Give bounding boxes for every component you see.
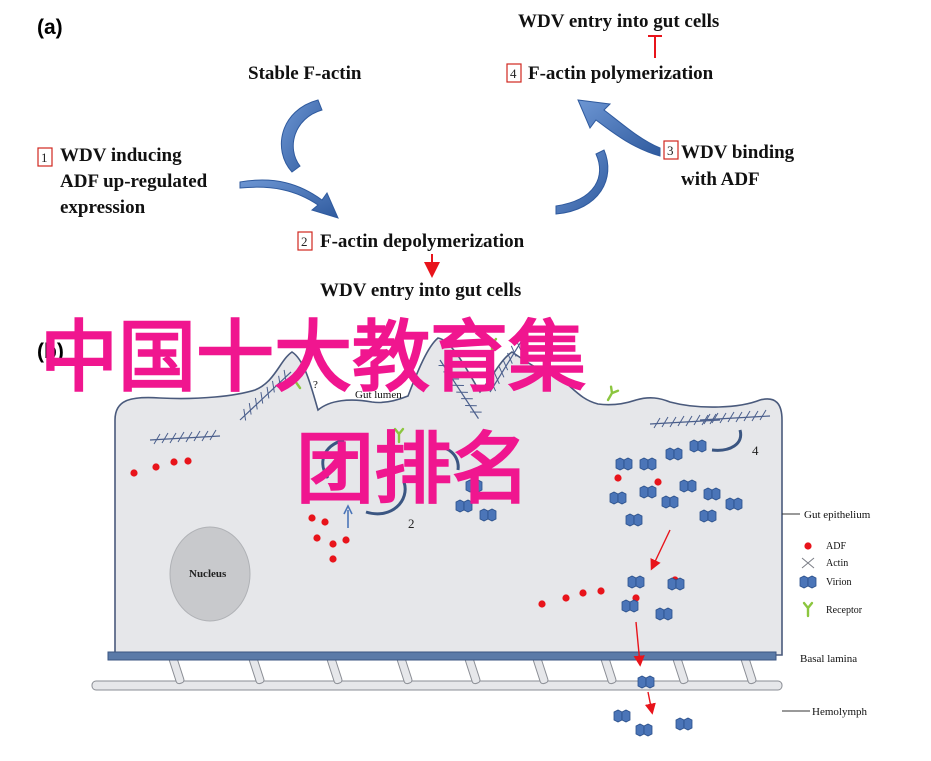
virion-8 — [679, 479, 697, 493]
virion-hemo-1 — [613, 709, 631, 723]
up-arrow-outline — [343, 504, 353, 528]
step4-text: F-actin polymerization — [528, 63, 714, 84]
watermark-line2: 团排名 — [296, 425, 530, 515]
virion-9 — [639, 485, 657, 499]
hemolymph-label: Hemolymph — [812, 706, 867, 718]
virion-17 — [667, 577, 685, 591]
red-arrow-transcytosis — [650, 529, 671, 571]
virion-6 — [665, 447, 683, 461]
step1-line2: ADF up-regulated — [60, 171, 208, 192]
legend: ADF Actin Virion Receptor — [799, 541, 863, 618]
virion-basal — [637, 675, 655, 689]
panel-a-label: (a) — [37, 16, 63, 39]
step3-number: 3 — [667, 143, 674, 158]
virion-4 — [615, 457, 633, 471]
virion-12 — [725, 497, 743, 511]
basal-lamina-upper — [107, 651, 777, 661]
legend-adf-label: ADF — [826, 541, 846, 552]
step2-number: 2 — [301, 234, 308, 249]
stable-factin-text: Stable F-actin — [248, 63, 362, 84]
step3-line1: WDV binding — [681, 142, 795, 163]
virion-hemo-3 — [675, 717, 693, 731]
step1-box — [37, 147, 53, 167]
step4-cell-number: 4 — [752, 443, 759, 458]
curl-arrow-2 — [365, 481, 407, 516]
question-mark: ? — [313, 379, 318, 391]
virion-19 — [655, 607, 673, 621]
legend-actin-marker — [801, 557, 815, 569]
curl-arrow-1 — [321, 438, 345, 479]
virion-7 — [689, 439, 707, 453]
legend-adf-marker — [804, 542, 812, 550]
legend-actin-label: Actin — [826, 558, 848, 569]
step2-text: F-actin depolymerization — [320, 231, 525, 252]
nucleus — [169, 526, 251, 622]
virion-10 — [609, 491, 627, 505]
step1-line3: expression — [60, 197, 146, 218]
gut-lumen-label: Gut lumen — [355, 389, 402, 401]
virion-15 — [625, 513, 643, 527]
entry-bottom-text: WDV entry into gut cells — [320, 280, 521, 301]
legend-receptor-marker — [802, 601, 814, 618]
step4-number: 4 — [510, 66, 517, 81]
receptor-4 — [603, 385, 620, 404]
virion-13 — [661, 495, 679, 509]
basal-lamina-lower-bar — [91, 680, 783, 691]
step3-line2: with ADF — [681, 169, 760, 190]
nucleus-label: Nucleus — [189, 568, 227, 580]
curved-arrow-left — [280, 99, 323, 173]
red-arrow-basal — [633, 621, 645, 667]
adf-dots — [130, 457, 679, 608]
basal-lamina-label: Basal lamina — [800, 653, 857, 665]
legend-virion-marker — [799, 575, 817, 589]
step2-box — [297, 231, 313, 251]
step1-number: 1 — [41, 150, 48, 165]
red-arrow-hemolymph — [644, 691, 656, 715]
basal-lamina-pegs — [167, 651, 757, 685]
curl-arrow-3 — [431, 445, 460, 471]
curved-arrow-lower — [239, 179, 339, 219]
step1-line1: WDV inducing — [60, 145, 182, 166]
curved-arrow-right-lower — [555, 149, 609, 215]
virion-14 — [699, 509, 717, 523]
inhibition-bar — [648, 35, 662, 58]
step4-box — [506, 63, 522, 83]
curl-arrow-4 — [711, 429, 743, 452]
panel-b-label: (b) — [37, 340, 64, 363]
entry-top-text: WDV entry into gut cells — [518, 11, 719, 32]
virion-18 — [621, 599, 639, 613]
curved-arrow-right-upper — [577, 99, 661, 157]
virion-11 — [703, 487, 721, 501]
virion-hemo-2 — [635, 723, 653, 737]
gut-epithelium-label: Gut epithelium — [804, 509, 871, 521]
virion-5 — [639, 457, 657, 471]
gut-epithelium-cell — [114, 337, 783, 656]
legend-receptor-label: Receptor — [826, 605, 863, 616]
step3-box — [663, 140, 679, 160]
legend-virion-label: Virion — [826, 577, 852, 588]
virion-16 — [627, 575, 645, 589]
step2-cell-number: 2 — [408, 516, 415, 531]
watermark-line1: 中国十大教育集 — [40, 313, 586, 403]
